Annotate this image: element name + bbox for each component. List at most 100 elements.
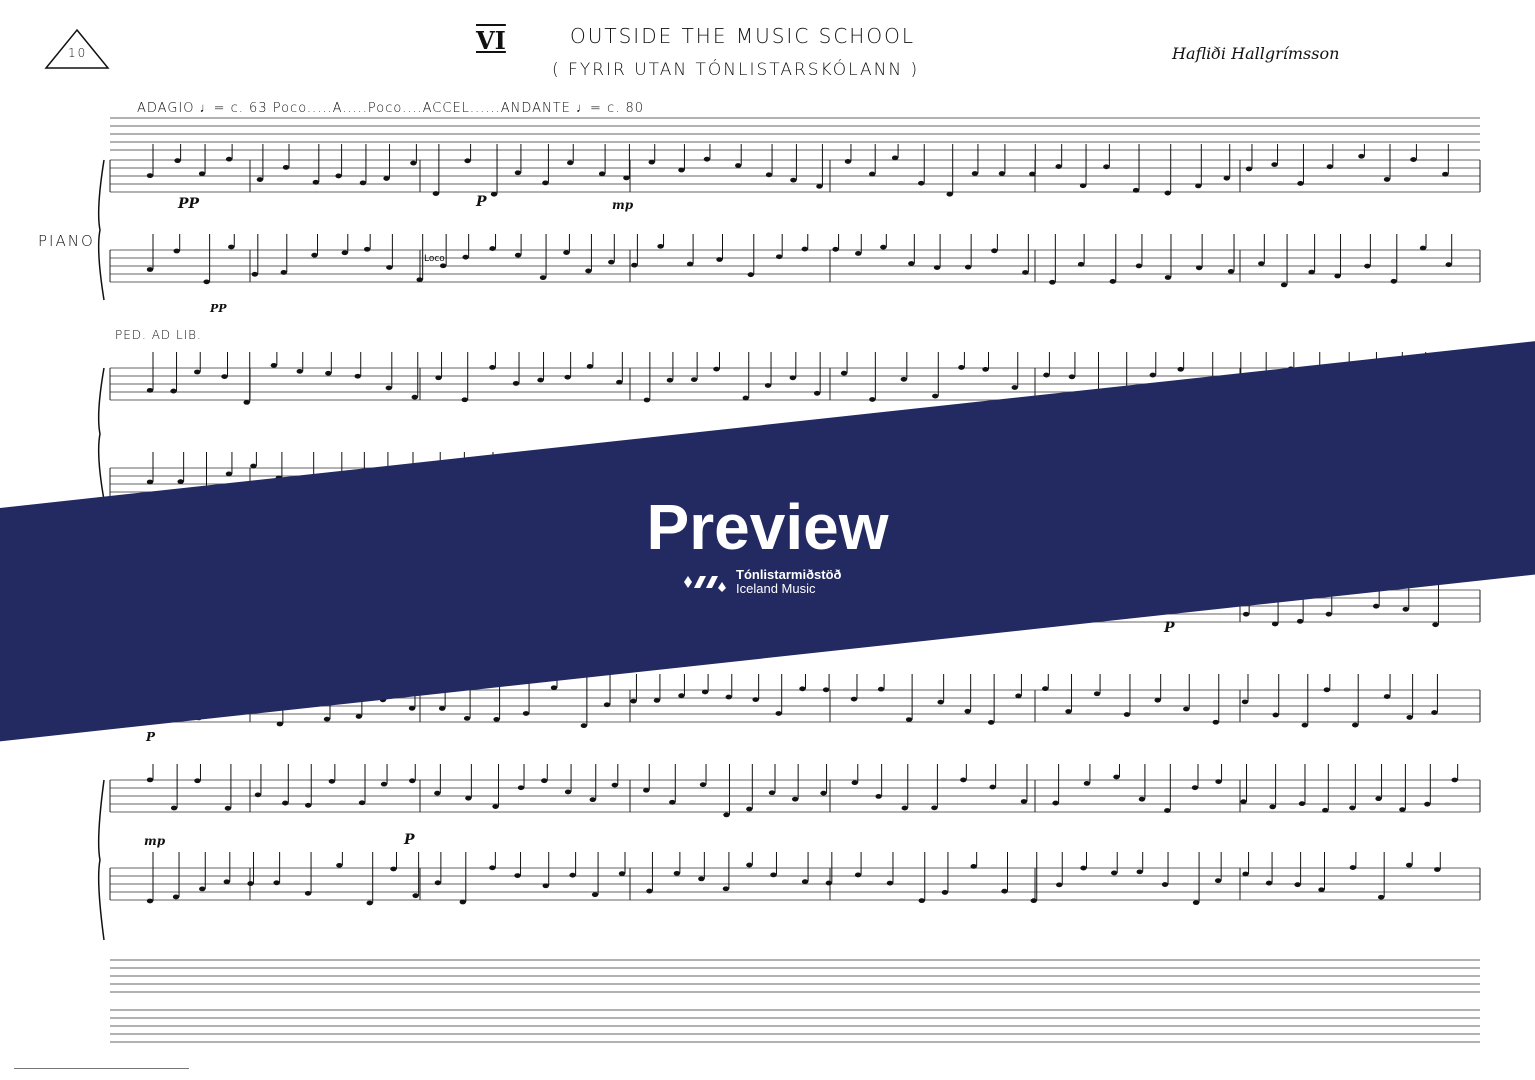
note-head: [678, 167, 685, 173]
note-head: [960, 777, 967, 783]
note-head: [880, 244, 887, 250]
note-head: [1030, 898, 1037, 904]
note-head: [323, 716, 331, 722]
note-head: [958, 365, 965, 370]
note-head: [1325, 611, 1332, 617]
note-head: [1136, 869, 1143, 875]
note-head: [1349, 805, 1356, 811]
note-head: [564, 374, 571, 380]
note-head: [1372, 603, 1380, 609]
note-head: [273, 880, 280, 886]
piece-subtitle: ( FYRIR UTAN TÓNLISTARSKÓLANN ): [552, 60, 920, 80]
note-head: [282, 800, 289, 806]
note-head: [905, 717, 913, 723]
note-head: [1077, 261, 1085, 267]
page-number-triangle: [44, 28, 110, 69]
note-head: [643, 787, 650, 793]
note-head: [799, 686, 806, 692]
note-head: [932, 393, 939, 399]
note-head: [328, 778, 336, 784]
note-head: [1431, 710, 1438, 715]
note-head: [937, 699, 944, 705]
note-head: [877, 686, 885, 692]
note-head: [669, 799, 676, 805]
note-head: [820, 790, 827, 796]
note-head: [699, 782, 707, 788]
dynamic-mark: P: [1164, 620, 1175, 636]
note-head: [1191, 785, 1199, 791]
note-head: [716, 257, 723, 262]
note-head: [1442, 171, 1449, 177]
note-head: [146, 267, 154, 272]
note-head: [589, 797, 596, 803]
note-head: [869, 397, 876, 402]
note-head: [1214, 878, 1222, 884]
note-head: [822, 687, 830, 693]
note-head: [1451, 777, 1458, 783]
note-head: [1424, 801, 1431, 807]
note-head: [1149, 372, 1156, 378]
note-head: [854, 872, 862, 878]
note-head: [855, 251, 862, 256]
note-head: [203, 279, 210, 285]
note-head: [512, 380, 520, 386]
note-head: [385, 385, 393, 391]
note-head: [690, 377, 698, 383]
note-head: [825, 880, 833, 886]
note-head: [1308, 269, 1315, 275]
system-brace: [97, 779, 105, 941]
note-head: [270, 363, 278, 368]
note-head: [412, 893, 419, 899]
preview-label: Preview: [646, 491, 889, 563]
note-head: [701, 689, 709, 695]
note-head: [1212, 719, 1219, 725]
note-head: [1265, 880, 1273, 886]
note-head: [170, 805, 178, 811]
note-head: [901, 805, 908, 811]
note-head: [390, 866, 397, 872]
footer-rule: [14, 1068, 189, 1069]
note-head: [591, 892, 599, 898]
note-head: [790, 177, 797, 183]
note-head: [459, 899, 466, 905]
note-head: [623, 175, 630, 181]
note-head: [225, 156, 233, 162]
note-head: [982, 366, 989, 372]
note-head: [971, 171, 979, 176]
note-head: [1195, 183, 1202, 189]
note-head: [673, 870, 681, 876]
note-head: [569, 872, 576, 878]
note-head: [1215, 779, 1222, 785]
note-head: [465, 795, 472, 801]
note-head: [723, 812, 730, 818]
note-head: [1161, 882, 1169, 887]
note-head: [933, 265, 941, 270]
note-head: [194, 369, 201, 375]
note-head: [296, 368, 303, 374]
note-head: [1015, 693, 1022, 699]
note-head: [678, 693, 685, 699]
note-head: [1113, 774, 1120, 780]
note-head: [434, 790, 441, 796]
note-head: [172, 894, 180, 900]
note-head: [725, 694, 732, 700]
note-head: [463, 715, 471, 721]
note-head: [1297, 181, 1304, 186]
note-head: [146, 387, 154, 393]
note-head: [1020, 799, 1028, 804]
note-head: [1375, 796, 1382, 802]
note-head: [770, 872, 777, 878]
note-head: [813, 390, 821, 396]
note-head: [489, 365, 496, 370]
note-head: [1164, 808, 1171, 813]
note-head: [1052, 800, 1059, 806]
note-head: [567, 160, 574, 166]
note-head: [1135, 263, 1143, 269]
note-head: [223, 879, 231, 885]
note-head: [411, 394, 418, 400]
note-head: [970, 863, 977, 869]
note-head: [434, 880, 442, 886]
note-head: [764, 383, 772, 388]
note-head: [305, 802, 312, 808]
note-head: [1419, 245, 1427, 251]
